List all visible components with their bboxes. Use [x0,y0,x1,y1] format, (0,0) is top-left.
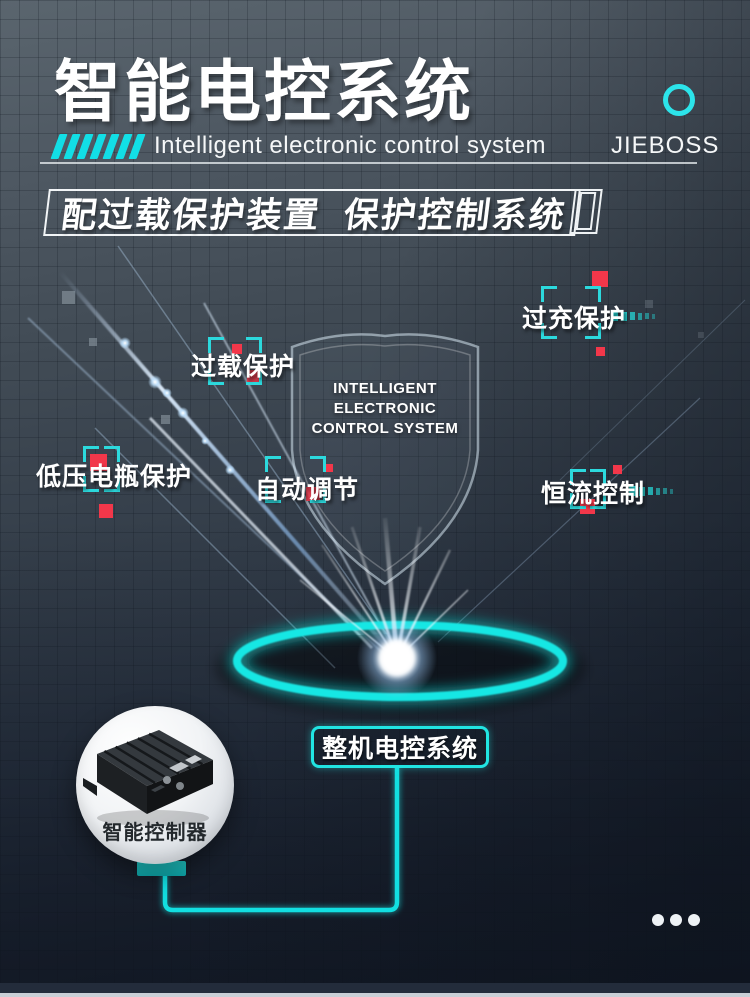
feature-label: 低压电瓶保护 [36,463,193,491]
feature-overcharge-protection: 过充保护 [522,271,655,356]
red-square-decoration [306,487,320,501]
red-square-decoration [580,499,595,514]
header-divider [40,162,697,164]
component-label: 智能控制器 [102,822,208,844]
shield-icon [290,333,480,586]
page-title: 智能电控系统 [54,55,474,130]
controller-image [83,730,213,826]
system-label: 整机电控系统 [311,726,489,768]
slogan-banner: 配过载保护装置 保护控制系统 [43,189,581,236]
red-square-decoration [592,271,608,287]
corner-brackets-icon [208,337,262,385]
feature-constant-current-control: 恒流控制 [541,465,673,514]
red-square-decoration [99,504,113,518]
shield-caption-line2: CONTROL SYSTEM [311,420,459,437]
shield-caption-line1: INTELLIGENT ELECTRONIC [333,380,437,417]
gray-square-decoration [161,415,170,424]
dots-indicator [652,914,700,926]
corner-brackets-icon [570,469,606,509]
feature-label: 自动调节 [255,476,360,504]
controller-badge: 智能控制器 [76,706,234,864]
gray-square-decoration [698,332,704,338]
bottom-band [0,983,750,993]
corner-brackets-icon [541,286,601,339]
circle-ring-icon [663,84,695,116]
subtitle-row: Intelligent electronic control system [50,132,546,160]
shield-caption: INTELLIGENT ELECTRONIC CONTROL SYSTEM [300,379,470,439]
feature-low-voltage-battery-protection: 低压电瓶保护 [36,446,193,518]
gray-square-decoration [645,300,653,308]
signal-trail-decoration [629,486,673,496]
red-square-decoration [325,464,333,472]
slashes-icon [50,133,146,159]
red-square-decoration [232,344,242,354]
feature-label: 过载保护 [191,353,296,381]
feature-auto-adjust: 自动调节 [255,456,360,506]
page-subtitle: Intelligent electronic control system [154,132,546,159]
red-square-decoration [613,465,622,474]
gray-square-decoration [62,291,75,304]
feature-label: 恒流控制 [541,480,646,508]
signal-trail-decoration [611,311,655,321]
feature-label: 过充保护 [522,305,627,333]
brand-logo-text: JIEBOSS [611,132,720,159]
connector-line [137,765,402,915]
gray-square-decoration [89,338,97,346]
corner-brackets-icon [83,446,120,492]
corner-brackets-icon [265,456,326,503]
red-square-decoration [596,347,605,356]
red-square-decoration [90,454,107,471]
red-square-decoration [247,370,260,383]
slogan-text: 配过载保护装置 保护控制系统 [59,196,569,235]
bottom-edge [0,993,750,997]
feature-overload-protection: 过载保护 [191,337,296,385]
